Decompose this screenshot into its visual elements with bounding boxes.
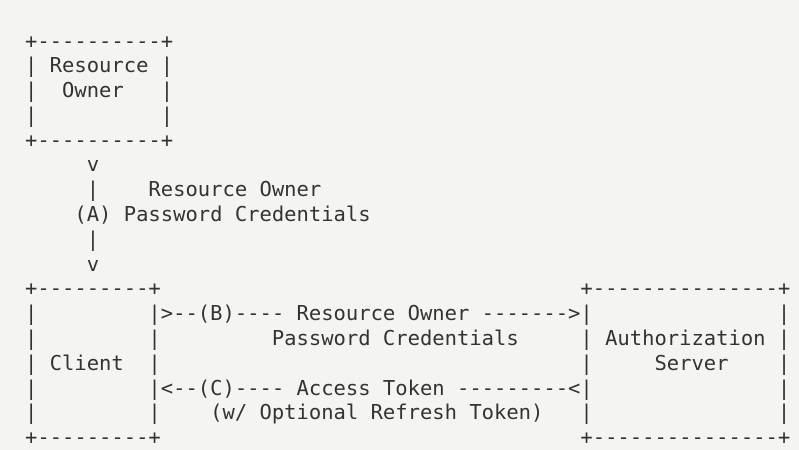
figure-line-15: | |<--(C)---- Access Token ---------<| | [25, 375, 791, 400]
figure-line-6: v [25, 152, 100, 177]
figure-line-2: | Resource | [25, 53, 174, 78]
figure-line-11: +---------+ +---------------+ [25, 276, 791, 301]
figure-line-7: | Resource Owner [25, 177, 322, 202]
figure-line-9: | [25, 226, 100, 251]
figure-line-13: | | Password Credentials | Authorization… [25, 326, 791, 351]
figure-line-8: (A) Password Credentials [25, 202, 371, 227]
figure-line-12: | |>--(B)---- Resource Owner ------->| | [25, 301, 791, 326]
figure-line-14: | Client | | Server | [25, 350, 791, 375]
figure-line-16: | | (w/ Optional Refresh Token) | | [25, 400, 791, 425]
figure-line-5: +----------+ [25, 127, 174, 152]
figure-line-4: | | [25, 102, 174, 127]
figure-line-10: v [25, 251, 100, 276]
ascii-art-figure: +----------+| Resource || Owner || |+---… [0, 21, 799, 450]
figure-line-17: +---------+ +---------------+ [25, 425, 791, 450]
figure-line-3: | Owner | [25, 78, 174, 103]
figure-line-1: +----------+ [25, 28, 174, 53]
